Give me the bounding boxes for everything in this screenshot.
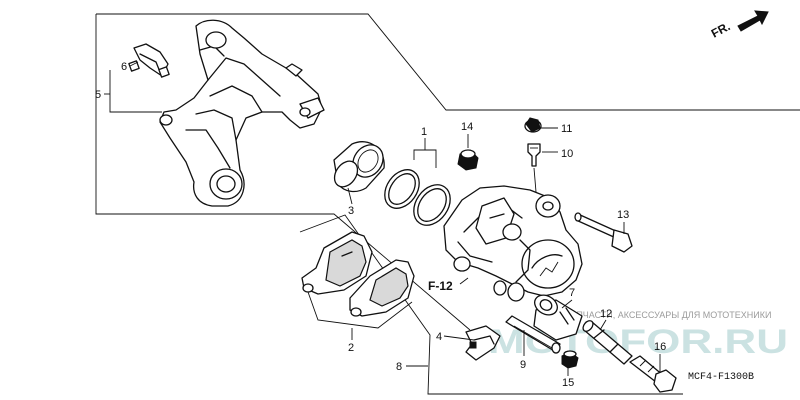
watermark: MOTOFOR.RU ЗАПЧАСТИ, АКСЕССУАРЫ ДЛЯ МОТО… <box>488 310 788 361</box>
caliper-body <box>443 185 583 297</box>
callout-15: 15 <box>562 377 574 389</box>
callout-7: 7 <box>569 287 575 299</box>
slide-pin <box>582 320 633 365</box>
pin-plug <box>561 350 579 369</box>
pad-pin-bolt <box>574 212 633 253</box>
bleeder-screw <box>527 143 541 167</box>
pad-spring <box>465 325 501 361</box>
callout-16: 16 <box>654 341 666 353</box>
callout-10: 10 <box>561 148 573 160</box>
pad-pin <box>505 315 561 354</box>
piston-seals <box>384 169 451 226</box>
bracket-group-outline <box>96 13 800 111</box>
callout-8: 8 <box>396 361 402 373</box>
callout-numbers: 1 2 3 4 5 6 7 8 9 10 11 12 13 14 15 16 <box>95 61 666 389</box>
caliper-bracket <box>159 19 325 207</box>
figure-reference: F-12 <box>428 279 453 293</box>
callout-5: 5 <box>95 89 101 101</box>
bleeder-cap <box>457 149 479 171</box>
callout-1: 1 <box>421 126 427 138</box>
brake-pads <box>301 231 415 317</box>
callout-13: 13 <box>617 209 629 221</box>
figure-code: MCF4-F1300B <box>688 372 754 383</box>
callout-11: 11 <box>561 123 572 135</box>
caliper-bolt <box>629 355 677 393</box>
front-direction-marker: FR. <box>709 10 769 41</box>
watermark-logo: MOTOFOR.RU <box>488 323 788 361</box>
callout-3: 3 <box>348 205 354 217</box>
callout-9: 9 <box>520 359 526 371</box>
watermark-tagline: ЗАПЧАСТИ, АКСЕССУАРЫ ДЛЯ МОТОТЕХНИКИ <box>565 310 772 320</box>
caliper-piston <box>333 141 385 193</box>
bleeder-screw-cap <box>524 117 542 133</box>
callout-2: 2 <box>348 342 354 354</box>
front-arrow-icon <box>737 10 769 32</box>
callout-14: 14 <box>461 121 473 133</box>
front-marker-label: FR. <box>709 19 733 40</box>
leader-lines <box>104 61 661 376</box>
pad-retainer-clip <box>128 43 170 78</box>
caliper-group-outline <box>299 214 683 395</box>
callout-4: 4 <box>436 331 442 343</box>
callout-6: 6 <box>121 61 127 73</box>
slide-pin-boot <box>493 280 583 341</box>
callout-12: 12 <box>600 308 612 320</box>
